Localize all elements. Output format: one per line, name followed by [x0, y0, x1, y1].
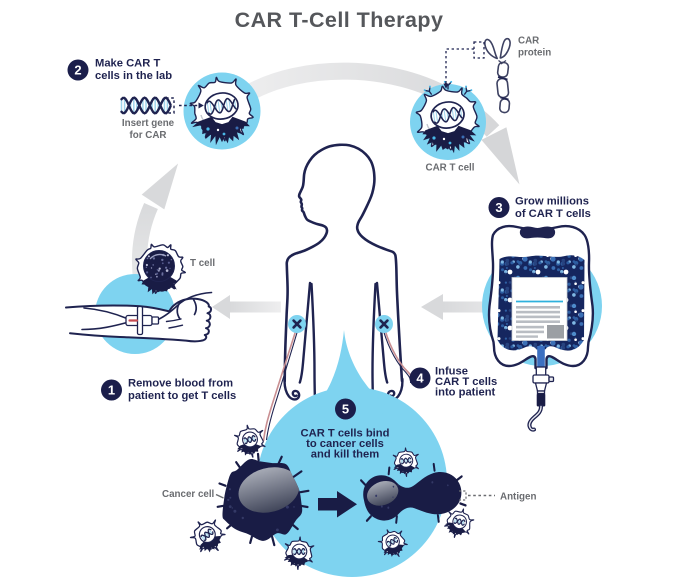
body-right-hand — [375, 281, 404, 401]
small-cell-1-icon — [233, 424, 266, 458]
step-2-badge-number: 2 — [74, 63, 81, 78]
cancer-cell-label: Cancer cell — [162, 489, 215, 500]
left-iv-tube — [262, 329, 297, 442]
bag-handle-slot — [519, 226, 556, 239]
dna-helix-icon — [120, 96, 172, 115]
step-5-badge: 5 — [335, 398, 356, 420]
step-5-label-line-3: and kill them — [311, 449, 379, 461]
step-4-badge: 4 — [409, 367, 431, 389]
body-left-hand — [283, 281, 312, 401]
right-injection-marker — [375, 315, 393, 333]
step-4-label-line-2: CAR T cells — [435, 376, 497, 388]
step-4-badge-number: 4 — [416, 371, 424, 386]
insert-gene-arrowhead — [198, 102, 204, 109]
step-2-label-line-2: cells in the lab — [95, 70, 172, 82]
kill-arrow-icon — [318, 491, 357, 518]
bag-tube — [527, 404, 543, 432]
arrow-body-to-arm-icon — [212, 295, 281, 319]
small-cell-2-icon — [185, 513, 231, 560]
teardrop-highlight — [257, 330, 447, 577]
step-1-badge: 1 — [101, 379, 122, 401]
step-3-label-line-2: of CAR T cells — [515, 208, 591, 220]
body-outline — [283, 143, 404, 383]
car-t-cell-label: CAR T cell — [426, 163, 475, 174]
page-title: CAR T-Cell Therapy — [235, 8, 444, 32]
left-iv-tube-line — [265, 330, 299, 441]
t-cell-label: T cell — [190, 258, 215, 269]
cancer-cell-pointer — [215, 493, 224, 499]
left-injection-marker — [288, 315, 306, 333]
step-5-label-line-1: CAR T cells bind — [301, 428, 390, 440]
car-protein-dashed-connector — [445, 41, 485, 84]
antigen-pointer — [459, 490, 495, 501]
insert-gene-label-line-2: for CAR — [129, 130, 166, 141]
step-5-label-line-2: to cancer cells — [306, 438, 384, 450]
car-protein-arrowhead — [443, 83, 449, 89]
car-protein-icon — [484, 37, 511, 114]
t-cell-icon — [135, 243, 186, 295]
car-t-cell-icon — [415, 80, 480, 154]
dying-cancer-cell-icon — [360, 462, 467, 524]
step-2-badge: 2 — [67, 59, 89, 81]
step-4-label-line-1: Infuse — [435, 366, 468, 378]
insert-gene-label-line-1: Insert gene — [122, 118, 175, 129]
step-2-label-line-1: Make CAR T — [95, 58, 160, 70]
insert-gene-dashed-arrow-icon — [166, 97, 198, 114]
step-1-badge-number: 1 — [108, 383, 115, 398]
arrow-bag-to-body-icon — [421, 294, 520, 320]
car-protein-label-line-2: protein — [518, 48, 551, 59]
step-3-label-line-1: Grow millions — [515, 196, 589, 208]
bag-port-channel — [537, 346, 545, 369]
antigen-label: Antigen — [500, 492, 536, 503]
step-1-label-line-1: Remove blood from — [128, 378, 233, 390]
step-4-label-line-3: into patient — [435, 387, 496, 399]
arm-illustration — [65, 291, 213, 343]
step-1-label-line-2: patient to get T cells — [128, 390, 236, 402]
car-protein-label-line-1: CAR — [518, 36, 539, 47]
bag-label — [511, 277, 568, 341]
step-3-badge: 3 — [488, 197, 510, 218]
lab-cell-icon — [189, 76, 254, 146]
iv-bag-icon — [487, 224, 595, 432]
cancer-cell-icon — [216, 452, 310, 547]
step-3-badge-number: 3 — [495, 200, 502, 215]
step-5-badge-number: 5 — [342, 402, 349, 417]
bag-port — [532, 366, 555, 407]
